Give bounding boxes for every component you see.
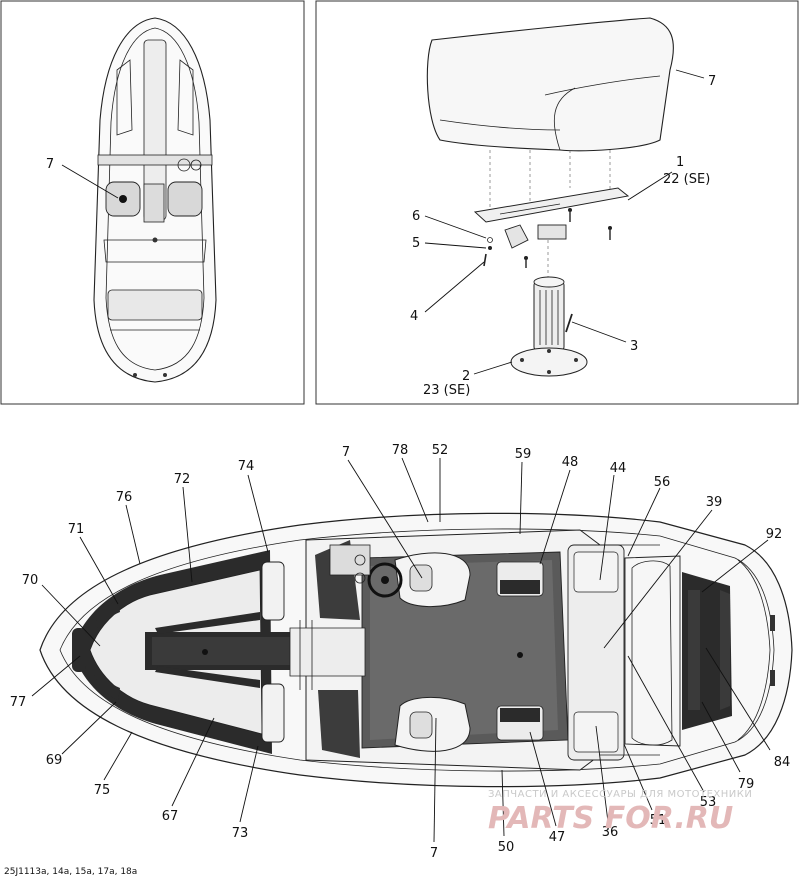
deck-callout-79: 79: [738, 777, 755, 792]
deck-callout-92: 92: [766, 527, 783, 542]
deck-callout-73: 73: [232, 826, 249, 841]
seat-callout-5: 5: [412, 236, 420, 251]
deck-callout-44: 44: [610, 461, 627, 476]
seat-callout-6: 6: [412, 209, 420, 224]
deck-callout-51: 51: [650, 813, 667, 828]
seat-callout-23-se: 23 (SE): [423, 383, 470, 398]
seat-drawing: [426, 17, 674, 377]
deck-callout-72: 72: [174, 472, 191, 487]
deck-callout-84: 84: [774, 755, 791, 770]
deck-callout-67: 67: [162, 809, 179, 824]
deck-callout-74: 74: [238, 459, 255, 474]
deck-callout-47: 47: [549, 830, 566, 845]
seat-callout-4: 4: [410, 309, 418, 324]
deck-callout-50: 50: [498, 840, 515, 855]
deck-callout-7-bottom: 7: [430, 846, 438, 861]
deck-callout-59: 59: [515, 447, 532, 462]
deck-callout-70: 70: [22, 573, 39, 588]
seat-panel-frame: [315, 0, 799, 405]
deck-callout-39: 39: [706, 495, 723, 510]
deck-callout-53: 53: [700, 795, 717, 810]
deck-callout-48: 48: [562, 455, 579, 470]
seat-callout-7: 7: [708, 74, 716, 89]
overview-boat-drawing: [93, 17, 217, 383]
watermark-tagline: ЗАПЧАСТИ И АКСЕССУАРЫ ДЛЯ МОТОТЕХНИКИ: [488, 789, 752, 800]
seat-callout-1: 1: [676, 155, 684, 170]
figure-code: 25J1113a, 14a, 15a, 17a, 18a: [4, 867, 137, 877]
deck-callout-56: 56: [654, 475, 671, 490]
seat-callout-3: 3: [630, 339, 638, 354]
deck-callouts: 74 7 78 52 59 48 44 56 39 92 72 76 71 70…: [10, 443, 791, 861]
deck-callout-71: 71: [68, 522, 85, 537]
deck-callout-36: 36: [602, 825, 619, 840]
seat-callout-2: 2: [462, 369, 470, 384]
deck-callout-69: 69: [46, 753, 63, 768]
deck-boat-drawing: [39, 512, 793, 788]
seat-callout-22-se: 22 (SE): [663, 172, 710, 187]
deck-callout-75: 75: [94, 783, 111, 798]
deck-callout-52: 52: [432, 443, 449, 458]
deck-callout-78: 78: [392, 443, 409, 458]
watermark-brand: PARTS FOR.RU: [488, 801, 733, 836]
overview-panel-frame: [0, 0, 305, 405]
deck-callout-7-top: 7: [342, 445, 350, 460]
deck-callout-76: 76: [116, 490, 133, 505]
deck-leader-lines: [31, 457, 771, 843]
overview-callout-7: 7: [46, 157, 54, 172]
deck-callout-77: 77: [10, 695, 27, 710]
